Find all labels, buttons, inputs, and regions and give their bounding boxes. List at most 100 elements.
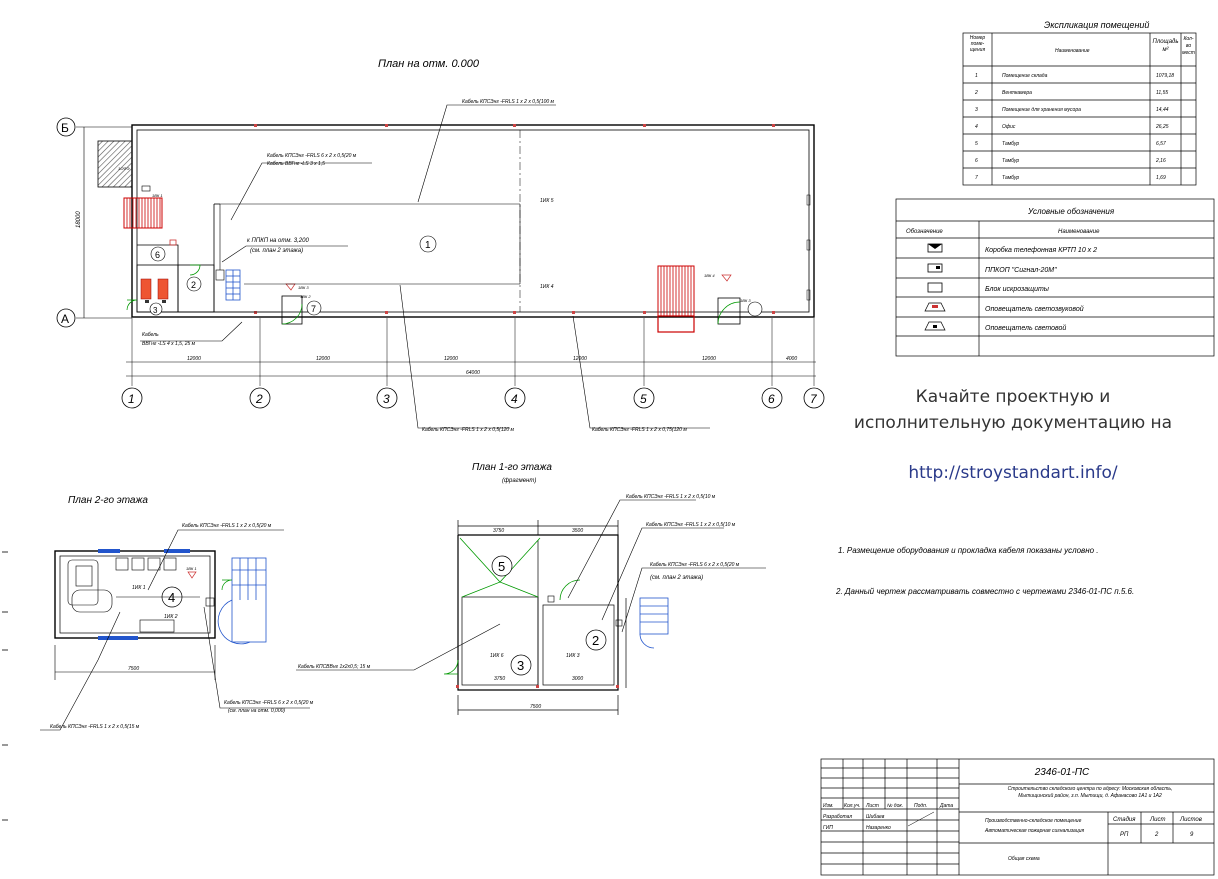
tb-col-5: Подп.	[914, 803, 927, 809]
tb-role-2: ГИП	[823, 825, 833, 831]
dim-3: 12000	[444, 356, 458, 362]
first-dim-5: 7500	[530, 704, 541, 710]
explication-area-3: 14,44	[1156, 107, 1169, 113]
cable-left-2: Кабель ВВГнг -LS 3 x 1,5	[267, 161, 325, 167]
tb-col-2: Кол.уч.	[844, 803, 860, 809]
label-1ik2: 1ИК 2	[164, 614, 178, 620]
room-5-first: 5	[498, 559, 505, 574]
second-dim: 7500	[128, 666, 139, 672]
tb-sheets-h: Листов	[1179, 817, 1202, 823]
ppkp-note-1: к ППКП на отм. 3,200	[247, 238, 309, 244]
axis-num-7: 7	[810, 392, 818, 406]
explication-num-4: 4	[975, 124, 978, 130]
first-cable-3b: (см. план 2 этажа)	[650, 575, 703, 581]
explication-name-4: Офис	[1002, 124, 1016, 130]
room-2: 2	[191, 280, 196, 290]
tb-sheet-name: Общая схема	[1008, 856, 1040, 862]
watermark-line-2: исполнительную документацию на	[854, 413, 1172, 433]
svg-text:1ВК 1: 1ВК 1	[186, 566, 197, 571]
tb-building: Производственно-складское помещение	[985, 818, 1082, 824]
watermark: Качайте проектную и исполнительную докум…	[854, 387, 1172, 483]
explication-num-1: 1	[975, 73, 978, 79]
second-cable-right-1: Кабель КПСЭнг -FRLS 6 x 2 x 0,5(20 м	[224, 700, 314, 706]
label-1ik3: 1ИК 3	[566, 653, 580, 659]
explication-area-1: 1079,18	[1156, 73, 1174, 79]
control-panel-icon	[927, 263, 943, 273]
explication-num-3: 3	[975, 107, 978, 113]
legend-symbols	[924, 243, 946, 331]
tb-name-2: Назаренко	[866, 825, 891, 831]
legend-item-5: Оповещатель световой	[985, 324, 1066, 332]
dim-1: 12000	[187, 356, 201, 362]
first-cable-2: Кабель КПСЭнг -FRLS 1 x 2 x 0,5(10 м	[646, 522, 736, 528]
note-2: 2. Данный чертеж рассматривать совместно…	[835, 587, 1134, 596]
first-cable-1: Кабель КПСЭнг -FRLS 1 x 2 x 0,5(10 м	[626, 494, 716, 500]
tb-stage-h: Стадия	[1113, 817, 1136, 823]
axis-letter-b: Б	[61, 121, 69, 135]
axis-num-4: 4	[511, 392, 518, 406]
notes: 1. Размещение оборудования и прокладка к…	[835, 546, 1134, 596]
watermark-line-1: Качайте проектную и	[916, 387, 1111, 407]
axis-num-3: 3	[383, 392, 390, 406]
binding-margin	[2, 551, 8, 821]
room-3-first: 3	[517, 658, 524, 673]
label-1ik4: 1ИК 4	[540, 284, 554, 290]
explication-area-2: 11,55	[1156, 90, 1168, 96]
first-plan-subtitle: (фрагмент)	[502, 478, 536, 484]
tb-code: 2346-01-ПС	[1034, 767, 1090, 778]
second-cable-right-2: (см. план на отм. 0,000)	[228, 708, 285, 714]
axis-num-5: 5	[640, 392, 647, 406]
cable-bottom-left-1: Кабель	[142, 332, 159, 338]
ppkp-note-2: (см. план 2 этажа)	[250, 248, 303, 254]
room-1: 1	[425, 240, 431, 251]
cable-left-1: Кабель КПСЭнг -FRLS 6 x 2 x 0,5(20 м	[267, 153, 357, 159]
room-2-first: 2	[592, 633, 599, 648]
title-block: Изм. Кол.уч. Лист № док. Подп. Дата Разр…	[820, 758, 1215, 876]
explication-header-name: Наименование	[1055, 48, 1090, 54]
note-1: 1. Размещение оборудования и прокладка к…	[838, 546, 1099, 555]
cable-bottom-1: Кабель КПСЭнг -FRLS 1 x 2 x 0,5(120 м	[422, 427, 515, 433]
svg-text:1ВК 3: 1ВК 3	[298, 285, 309, 290]
room-5: 6	[155, 250, 160, 260]
tb-col-4: № док.	[887, 803, 903, 809]
ground-floor-plan: План на отм. 0.000 Б А 18000	[56, 58, 825, 433]
light-alarm-icon	[924, 321, 946, 331]
label-1ik5: 1ИК 5	[540, 198, 554, 204]
label-1ik6: 1ИК 6	[490, 653, 504, 659]
axis-letter-a: А	[61, 312, 69, 326]
second-cable-top: Кабель КПСЭнг -FRLS 1 x 2 x 0,5(20 м	[182, 523, 272, 529]
first-cable-3: Кабель КПСЭнг -FRLS 6 x 2 x 0,5(20 м	[650, 562, 740, 568]
explication-name-7: Тамбур	[1002, 175, 1019, 181]
first-dim-3: 3750	[494, 676, 505, 682]
tb-sheets: 9	[1190, 832, 1194, 838]
spark-barrier-icon	[927, 282, 943, 293]
first-dim-1: 3750	[493, 528, 504, 534]
first-cable-4: Кабель КПСВВнг 1х2х0,5; 15 м	[298, 664, 371, 670]
explication-name-3: Помещение для хранения мусора	[1002, 107, 1081, 113]
legend-item-1: Коробка телефонная КРТП 10 х 2	[985, 246, 1097, 254]
explication-name-1: Помещение склада	[1002, 73, 1048, 79]
room-4: 4	[168, 590, 175, 605]
second-plan-title: План 2-го этажа	[68, 495, 148, 506]
first-dim-2: 3500	[572, 528, 583, 534]
legend-item-3: Блок искрозащиты	[985, 286, 1050, 293]
explication-table: Экспликация помещений Номер поме- щения …	[962, 20, 1197, 186]
tb-name-1: Шибаев	[866, 814, 885, 820]
tb-sheet: 2	[1154, 832, 1159, 838]
first-floor-plan: План 1-го этажа (фрагмент)	[296, 462, 766, 715]
axis-num-1: 1	[128, 392, 135, 406]
explication-header-number: Номер поме- щения	[969, 35, 986, 53]
tb-stage: РП	[1120, 832, 1129, 838]
first-dim-4: 3000	[572, 676, 583, 682]
svg-text:1ВК 4: 1ВК 4	[704, 273, 715, 278]
explication-name-5: Тамбур	[1002, 141, 1019, 147]
svg-text:1ВК 1: 1ВК 1	[152, 193, 163, 198]
legend-header-symbol: Обозначение	[906, 229, 943, 235]
tb-system: Автоматическая пожарная сигнализация	[984, 828, 1084, 834]
svg-text:1ВК 3: 1ВК 3	[740, 298, 751, 303]
cable-bottom-2: Кабель КПСЭнг -FRLS 1 x 2 x 0,75(120 м	[592, 427, 687, 433]
legend-item-4: Оповещатель светозвуковой	[985, 305, 1084, 313]
watermark-url[interactable]: http://stroystandart.info/	[908, 463, 1118, 483]
tb-col-1: Изм.	[823, 803, 834, 809]
